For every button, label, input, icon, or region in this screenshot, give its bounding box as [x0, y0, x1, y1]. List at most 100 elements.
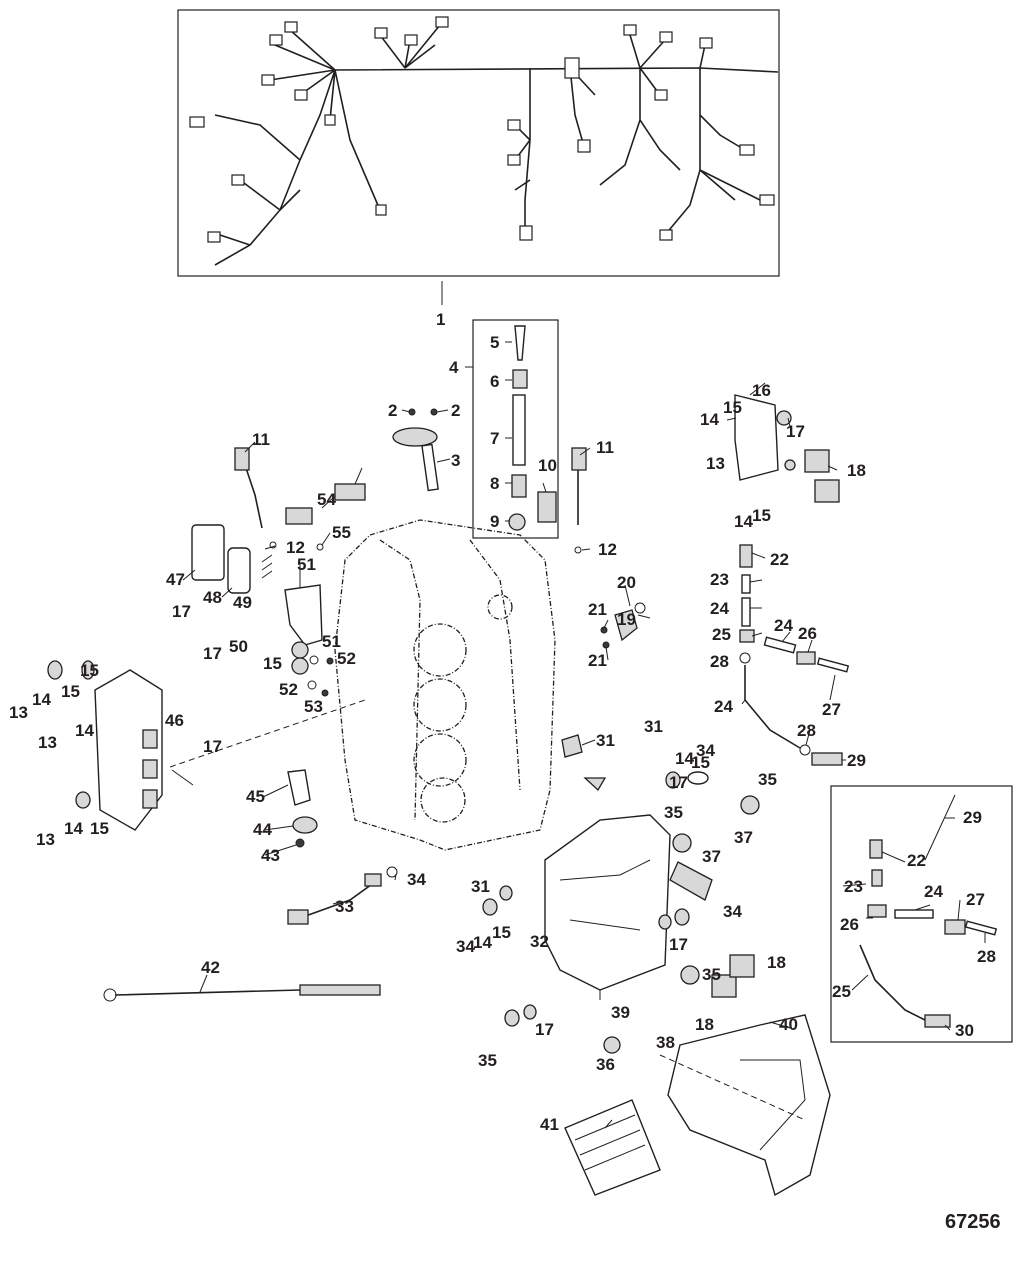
callout-label: 35 — [478, 1051, 497, 1070]
callout-label: 3 — [451, 451, 460, 470]
callout-label: 2 — [451, 401, 460, 420]
callout-label: 36 — [596, 1055, 615, 1074]
callout-labels: 1 2 2 3 4 5 6 7 8 9 10 11 11 12 12 13 13… — [9, 310, 996, 1134]
callout-label: 51 — [297, 555, 316, 574]
callout-label: 24 — [714, 697, 733, 716]
callout-label: 28 — [797, 721, 816, 740]
callout-label: 55 — [332, 523, 351, 542]
callout-label: 37 — [734, 828, 753, 847]
callout-label: 13 — [36, 830, 55, 849]
callout-label: 20 — [617, 573, 636, 592]
callout-label: 45 — [246, 787, 265, 806]
harness-frame — [177, 9, 780, 277]
callout-label: 25 — [712, 625, 731, 644]
callout-label: 14 — [675, 749, 694, 768]
callout-label: 48 — [203, 588, 222, 607]
callout-label: 19 — [617, 610, 636, 629]
callout-label: 11 — [596, 438, 614, 457]
callout-label: 53 — [304, 697, 323, 716]
callout-label: 15 — [80, 661, 99, 680]
sensor-kit-frame — [472, 319, 559, 539]
figure-number: 67256 — [945, 1211, 1001, 1233]
callout-label: 40 — [779, 1015, 798, 1034]
callout-label: 17 — [669, 773, 688, 792]
callout-label: 11 — [252, 430, 270, 449]
callout-label: 12 — [598, 540, 617, 559]
callout-label: 46 — [165, 711, 184, 730]
callout-label: 24 — [924, 882, 943, 901]
callout-label: 34 — [696, 741, 715, 760]
callout-label: 15 — [263, 654, 282, 673]
callout-label: 15 — [61, 682, 80, 701]
callout-label: 42 — [201, 958, 220, 977]
callout-label: 23 — [844, 877, 863, 896]
engine-block-outline — [334, 519, 556, 851]
callout-label: 54 — [317, 490, 336, 509]
callout-label: 39 — [611, 1003, 630, 1022]
callout-label: 15 — [723, 398, 742, 417]
callout-label: 14 — [75, 721, 94, 740]
callout-label: 15 — [691, 753, 710, 772]
callout-label: 14 — [700, 410, 719, 429]
callout-label: 52 — [337, 649, 356, 668]
callout-label: 34 — [456, 937, 475, 956]
callout-label: 35 — [702, 965, 721, 984]
callout-label: 21 — [588, 651, 607, 670]
callout-label: 24 — [774, 616, 793, 635]
hose-kit-frame — [830, 785, 1013, 1043]
callout-label: 18 — [767, 953, 786, 972]
leader-lines — [171, 281, 986, 1129]
callout-label: 38 — [656, 1033, 675, 1052]
callout-label: 18 — [695, 1015, 714, 1034]
callout-label: 31 — [471, 877, 490, 896]
callout-label: 34 — [407, 870, 426, 889]
callout-label: 26 — [798, 624, 817, 643]
callout-label: 49 — [233, 593, 252, 612]
callout-label: 37 — [702, 847, 721, 866]
callout-label: 35 — [758, 770, 777, 789]
callout-label: 12 — [286, 538, 305, 557]
callout-label: 15 — [90, 819, 109, 838]
callout-label: 22 — [907, 851, 926, 870]
callout-label: 17 — [203, 644, 222, 663]
callout-label: 51 — [322, 632, 341, 651]
callout-label: 17 — [669, 935, 688, 954]
callout-label: 5 — [490, 333, 499, 352]
callout-label: 13 — [706, 454, 725, 473]
callout-label: 26 — [840, 915, 859, 934]
callout-label: 31 — [644, 717, 663, 736]
callout-label: 27 — [966, 890, 985, 909]
callout-label: 15 — [492, 923, 511, 942]
callout-label: 43 — [261, 846, 280, 865]
callout-label: 32 — [530, 932, 549, 951]
callout-label: 41 — [540, 1115, 559, 1134]
hose-kit-inset — [830, 785, 1013, 1043]
callout-label: 17 — [203, 737, 222, 756]
callout-label: 14 — [64, 819, 83, 838]
callout-label: 10 — [538, 456, 557, 475]
callout-label: 8 — [490, 474, 499, 493]
callout-label: 47 — [166, 570, 185, 589]
callout-label: 31 — [596, 731, 615, 750]
callout-label: 2 — [388, 401, 397, 420]
callout-label: 14 — [32, 690, 51, 709]
callout-label: 23 — [710, 570, 729, 589]
callout-label: 16 — [752, 381, 771, 400]
callout-label: 6 — [490, 372, 499, 391]
callout-label: 17 — [535, 1020, 554, 1039]
callout-label: 17 — [786, 422, 805, 441]
callout-label: 15 — [752, 506, 771, 525]
callout-label: 14 — [473, 933, 492, 952]
callout-label: 25 — [832, 982, 851, 1001]
callout-label: 34 — [723, 902, 742, 921]
callout-label: 28 — [710, 652, 729, 671]
wiring-harness-group — [177, 9, 780, 277]
callout-label: 7 — [490, 429, 499, 448]
sensor-kit-group — [472, 319, 559, 539]
callout-label: 28 — [977, 947, 996, 966]
callout-label: 4 — [449, 358, 459, 377]
callout-label: 22 — [770, 550, 789, 569]
callout-label: 21 — [588, 600, 607, 619]
callout-label: 24 — [710, 599, 729, 618]
